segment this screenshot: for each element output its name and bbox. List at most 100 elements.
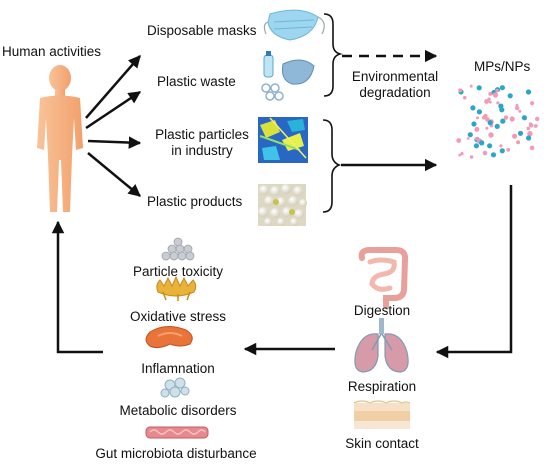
source-label-products: Plastic products: [147, 194, 243, 209]
arrow-back-to-human: [51, 220, 103, 354]
source-label-particles-line1: Plastic particles: [155, 127, 249, 142]
microplastic-dot: [474, 137, 479, 141]
microplastic-dot: [474, 126, 480, 132]
microplastic-dot: [494, 123, 500, 129]
microplastic-dot: [500, 118, 506, 124]
microplastic-dot: [479, 140, 485, 146]
arrow-to-exposure: [435, 185, 513, 359]
microplastic-dots-icon: [456, 84, 540, 159]
brace-upper: [323, 13, 343, 97]
source-label-particles-line2: in industry: [171, 143, 233, 158]
plastic-pellets-icon: [258, 184, 307, 226]
microplastic-dot: [456, 138, 462, 143]
cell-stress-icon: [156, 275, 197, 301]
microplastic-dot: [488, 91, 493, 96]
microplastic-dot: [487, 97, 491, 101]
microplastic-dot: [492, 92, 499, 98]
brace-lower: [322, 119, 342, 213]
microplastic-dot: [518, 109, 522, 113]
microplastic-dot: [498, 103, 504, 109]
source-label-waste: Plastic waste: [157, 74, 236, 89]
microplastic-dot: [525, 89, 532, 95]
microplastic-dot: [458, 153, 462, 157]
process-label-line2: degradation: [359, 85, 431, 100]
microplastic-dot: [483, 113, 488, 119]
microplastic-dot: [458, 88, 463, 93]
microplastic-dot: [515, 105, 520, 111]
microplastic-dot: [476, 85, 482, 91]
effect-label-toxicity: Particle toxicity: [132, 264, 224, 279]
microplastic-dot: [499, 148, 505, 154]
microplastic-dot: [484, 99, 489, 104]
cell-cluster-icon: [160, 377, 190, 398]
human-body-icon: [37, 65, 83, 212]
source-label-masks: Disposable masks: [147, 23, 257, 38]
mask-icon: [263, 9, 325, 41]
source-label: Human activities: [2, 44, 102, 59]
effect-label-inflammation: Inflamnation: [141, 361, 215, 376]
microplastic-dot: [469, 84, 473, 88]
arrow-to-products: [87, 152, 141, 197]
particle-pile-icon: [161, 237, 195, 261]
microplastic-dot: [506, 148, 511, 152]
microplastic-dot: [528, 122, 534, 128]
microplastic-dot: [499, 85, 505, 91]
effect-label-oxidative: Oxidative stress: [129, 309, 227, 324]
microplastic-dot: [482, 150, 488, 156]
arrow-to-waste: [85, 90, 142, 130]
source-arrows: [85, 55, 142, 197]
microplastic-dot: [460, 152, 464, 156]
microplastic-dot: [530, 101, 535, 106]
arrow-to-masks: [85, 55, 141, 119]
microplastic-dot: [463, 95, 467, 100]
microplastic-dot: [469, 155, 474, 159]
microplastic-dot: [471, 121, 477, 127]
microplastic-dot: [517, 130, 524, 136]
microplastic-dot: [533, 124, 538, 128]
microplastic-dot: [527, 131, 533, 137]
microplastic-dot: [499, 144, 503, 148]
microplastic-dot: [489, 100, 492, 104]
lungs-icon: [354, 318, 409, 373]
microplastic-dot: [485, 126, 489, 130]
exposure-label-digestion: Digestion: [353, 303, 411, 318]
microplastic-dot: [529, 145, 535, 151]
microplastic-dot: [487, 120, 493, 126]
microplastic-dot: [509, 116, 515, 122]
effect-label-gut: Gut microbiota disturbance: [95, 446, 257, 461]
source-label-particles: Plastic particles in industry: [143, 127, 261, 159]
pancreas-icon: [145, 326, 193, 349]
microplastic-dot: [488, 132, 494, 138]
microplastic-dot: [490, 152, 497, 158]
intestine-icon: [358, 247, 409, 309]
gut-tissue-icon: [145, 426, 209, 439]
plastic-bottle-icon: [261, 51, 315, 101]
microplastic-dot: [535, 116, 540, 122]
microplastic-dot: [473, 143, 479, 149]
product-label: MPs/NPs: [474, 59, 531, 74]
microplastic-dot: [521, 115, 528, 121]
skin-icon: [353, 400, 411, 429]
microplastic-dot: [507, 93, 513, 99]
process-label: Environmental degradation: [340, 69, 450, 101]
exposure-label-skin: Skin contact: [345, 436, 419, 451]
microplastic-dot: [503, 115, 509, 120]
process-label-line1: Environmental: [351, 69, 439, 84]
microplastic-dot: [470, 105, 476, 111]
microplastic-dot: [511, 133, 518, 139]
exposure-label-respiration: Respiration: [347, 379, 417, 394]
microplastic-dot: [496, 101, 500, 105]
microplastic-dot: [467, 132, 473, 138]
microplastic-dot: [526, 126, 531, 131]
microplastic-dot: [476, 116, 479, 120]
industrial-particles-icon: [258, 117, 308, 163]
microplastic-dot: [526, 135, 532, 141]
microplastic-dot: [487, 143, 493, 149]
microplastic-dot: [516, 140, 521, 145]
microplastic-dot: [495, 88, 499, 93]
microplastic-dot: [466, 137, 470, 140]
arrow-to-particles: [87, 136, 142, 149]
effect-label-metabolic: Metabolic disorders: [119, 403, 237, 418]
microplastic-dot: [476, 109, 482, 115]
